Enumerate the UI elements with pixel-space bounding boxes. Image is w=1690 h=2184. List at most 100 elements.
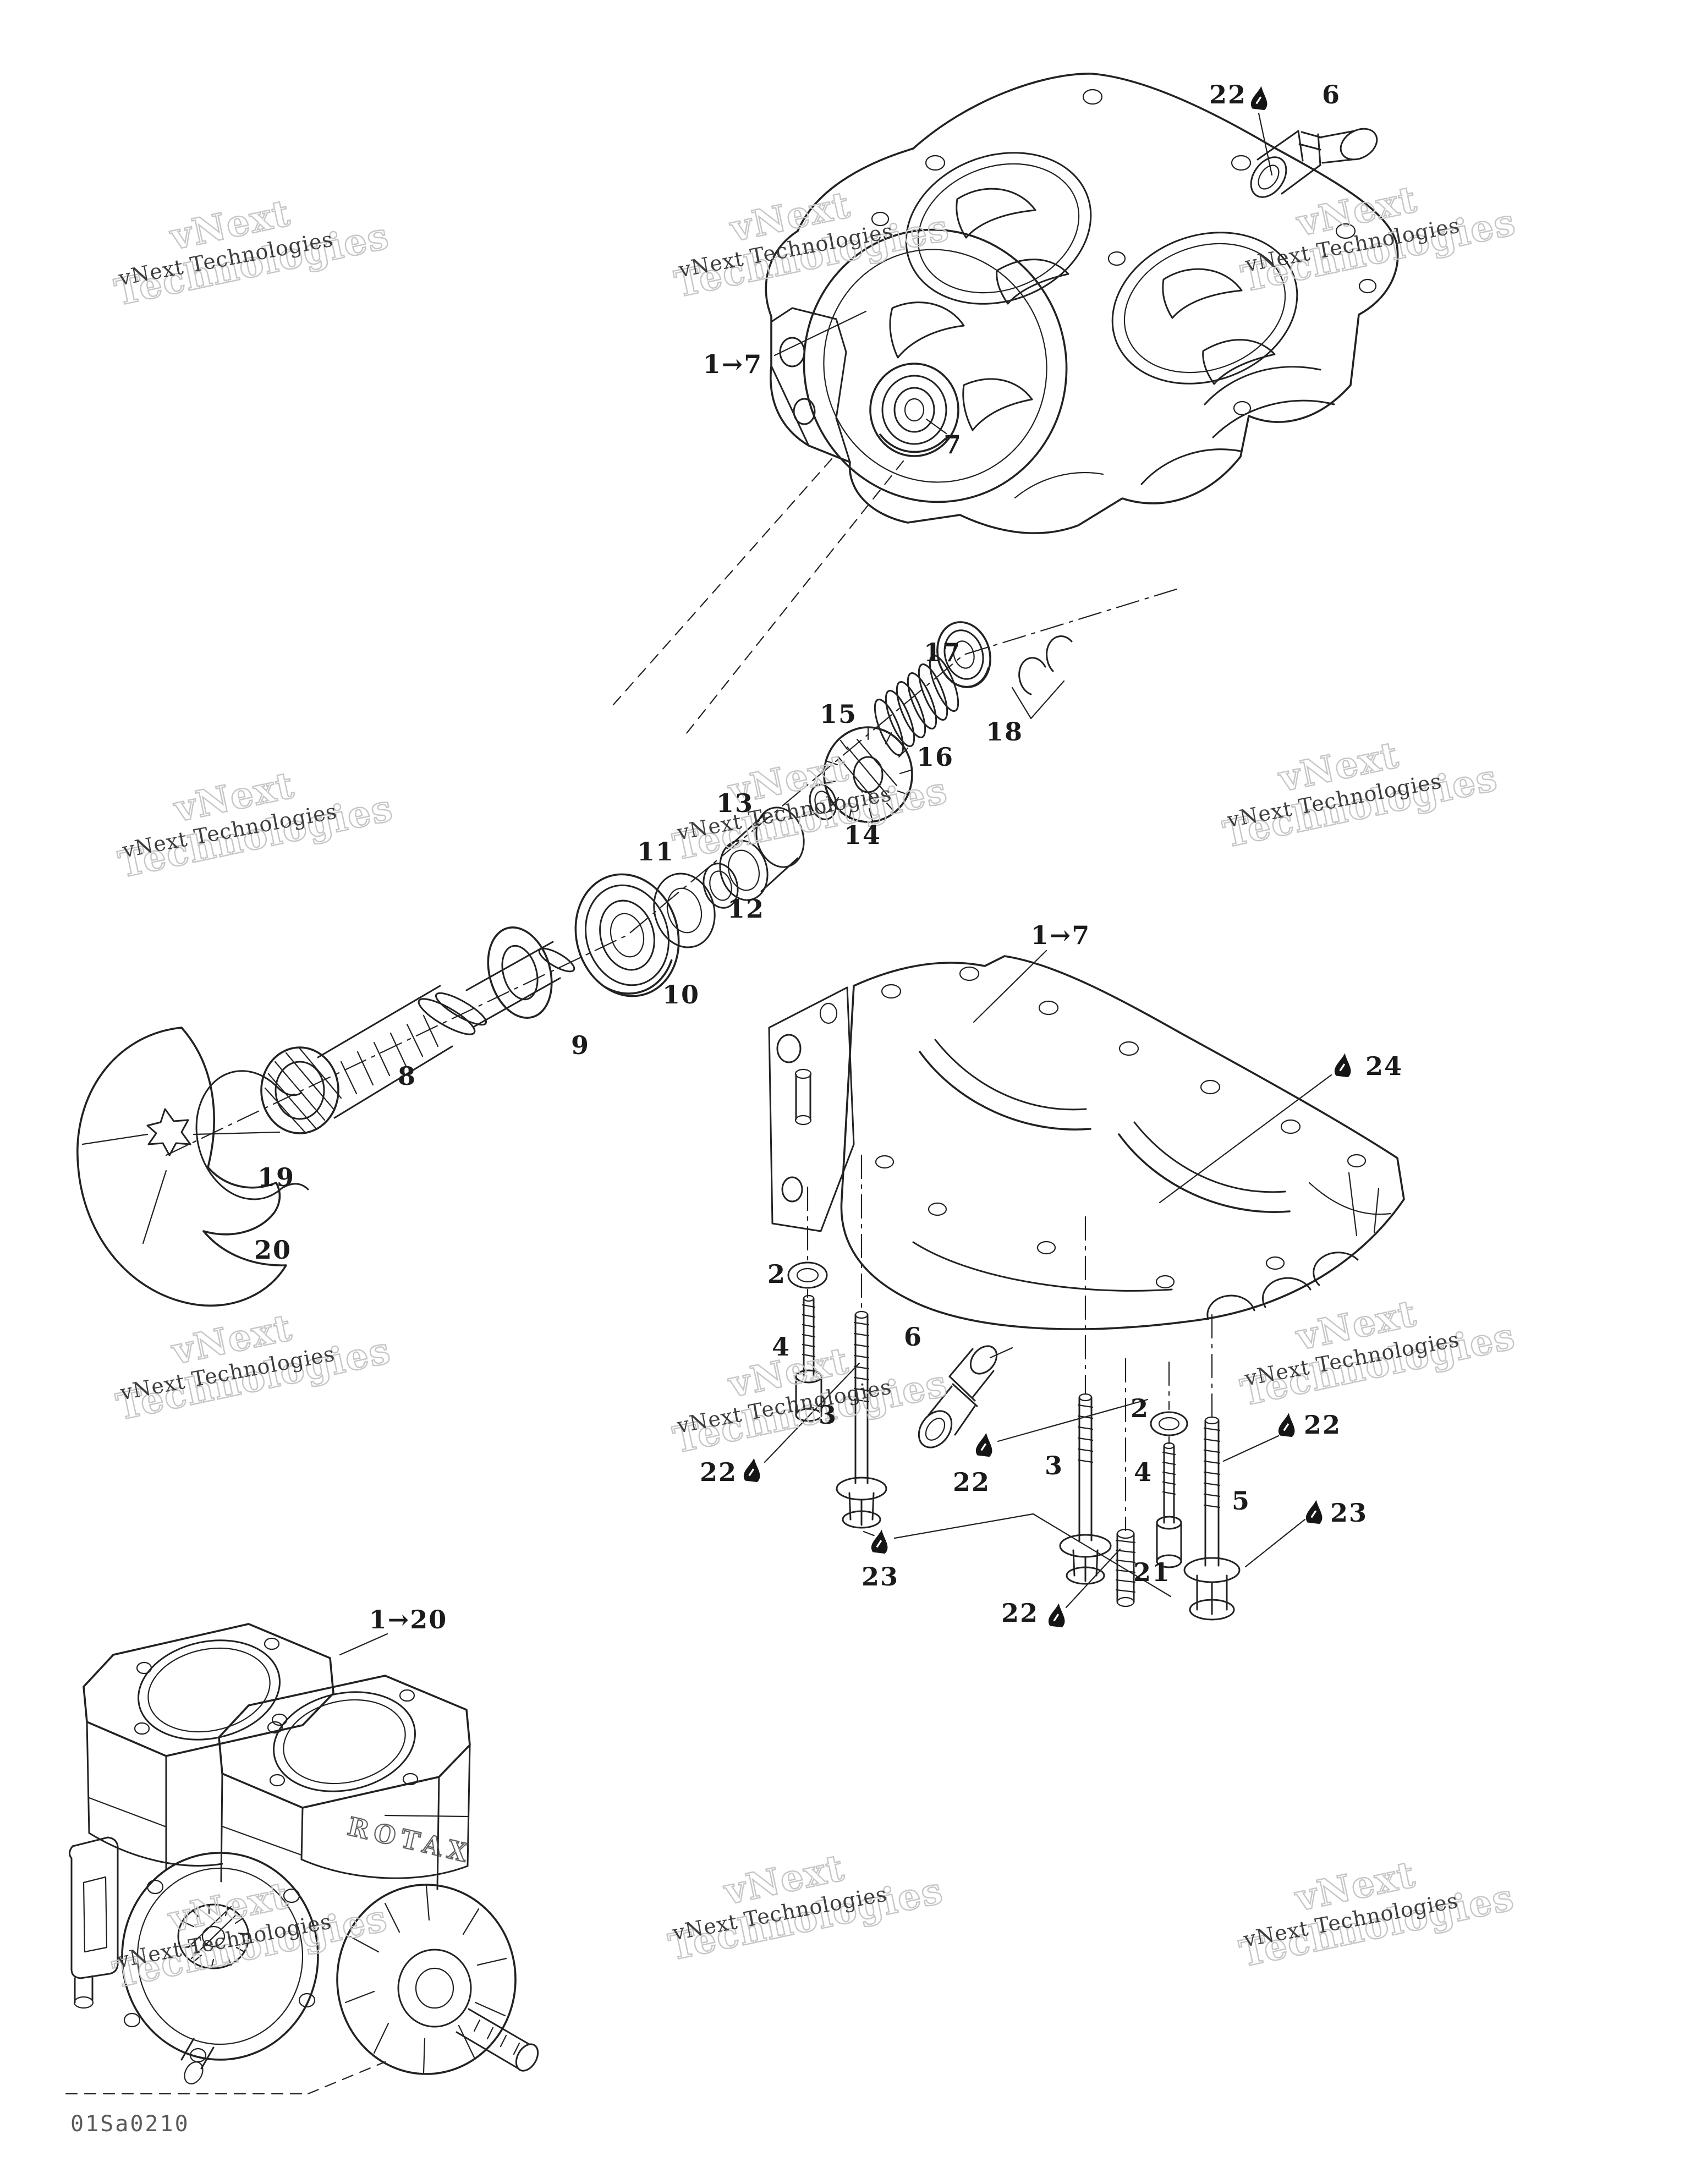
leader-23-bottom <box>893 1513 1172 1598</box>
leader-22-mid <box>997 1398 1149 1442</box>
seal-17 <box>936 621 991 688</box>
pinion-gear <box>177 1903 250 1969</box>
callout-6-top: 6 <box>1322 80 1341 109</box>
callout-label: 17 <box>923 638 962 667</box>
leader-23-right <box>1244 1518 1306 1568</box>
drop-22-left <box>742 1455 764 1485</box>
callout-23-bottom: 23 <box>862 1562 899 1592</box>
callout-label: 22 <box>1209 80 1247 109</box>
callout-10: 10 <box>662 980 700 1009</box>
drop-23-bottom <box>869 1527 891 1556</box>
callout-label: 2 <box>1130 1393 1150 1423</box>
callout-label: 16 <box>916 742 954 772</box>
callout-22-right: 22 <box>1304 1410 1341 1440</box>
callout-21: 21 <box>1133 1557 1171 1587</box>
callout-label: 9 <box>570 1030 590 1060</box>
ring-12 <box>703 863 739 909</box>
callout-label: 10 <box>662 980 700 1009</box>
callout-4-right: 4 <box>1134 1457 1153 1487</box>
callout-20: 20 <box>254 1235 292 1265</box>
washer-2-right <box>1150 1411 1188 1436</box>
callout-9: 9 <box>571 1030 590 1060</box>
callout-label: 11 <box>637 837 675 866</box>
callout-14: 14 <box>844 820 881 850</box>
lower-crankcase-figure <box>768 955 1405 1448</box>
upper-crankcase-figure <box>765 73 1399 534</box>
engine-assembly-figure <box>65 1623 539 2095</box>
leader-1-7-top <box>773 310 867 356</box>
callout-label: 20 <box>254 1235 292 1265</box>
leader-1-20 <box>339 1633 388 1656</box>
callout-label: 1→7 <box>703 349 763 379</box>
callout-17: 17 <box>924 638 961 667</box>
oil-drop-icon <box>871 1529 888 1556</box>
dashed-leader-b <box>683 460 904 737</box>
callout-22-mid: 22 <box>953 1467 990 1497</box>
callout-label: 7 <box>943 430 963 459</box>
leader-22-right <box>1222 1435 1280 1462</box>
callout-19: 19 <box>257 1162 295 1192</box>
callout-24: 24 <box>1365 1051 1403 1081</box>
oil-drop-icon <box>975 1433 992 1459</box>
callout-label: 3 <box>818 1400 838 1430</box>
drop-23-right <box>1304 1497 1326 1527</box>
callout-1-20: 1→20 <box>369 1605 448 1634</box>
drop-22-right <box>1276 1410 1298 1440</box>
callout-2-left: 2 <box>767 1259 786 1289</box>
bolt-3-left <box>836 1310 887 1538</box>
drop-22-mid <box>974 1430 996 1459</box>
bolt-3-right <box>1059 1393 1112 1585</box>
bolt-4-right <box>1156 1442 1182 1568</box>
callout-2-right: 2 <box>1131 1393 1149 1423</box>
callout-label: 14 <box>843 820 882 850</box>
callout-18: 18 <box>986 717 1023 747</box>
leader-22-bottom <box>1065 1548 1121 1609</box>
callout-12: 12 <box>727 894 765 924</box>
callout-label: 6 <box>903 1322 923 1352</box>
oil-drop-icon <box>1048 1603 1065 1629</box>
gear-15 <box>823 726 913 823</box>
callout-label: 6 <box>1321 80 1341 109</box>
callout-label: 8 <box>397 1061 417 1091</box>
washer-2-left <box>787 1261 828 1289</box>
snap-ring-19 <box>193 1070 309 1200</box>
callout-7: 7 <box>943 430 962 459</box>
callout-label: 12 <box>727 894 765 924</box>
elbow-fitting-6-mid <box>918 1345 1013 1448</box>
stud-21 <box>1115 1528 1136 1607</box>
callout-label: 5 <box>1231 1486 1251 1516</box>
bolt-5 <box>1183 1416 1241 1621</box>
washer-11 <box>653 872 716 948</box>
callout-label: 1→7 <box>1030 920 1091 950</box>
callout-label: 19 <box>257 1162 295 1192</box>
fastener-group <box>764 950 1332 1621</box>
spacer-13 <box>719 806 805 901</box>
callout-4-left: 4 <box>772 1332 791 1362</box>
callout-label: 3 <box>1044 1451 1064 1480</box>
leader-22-left <box>764 1362 860 1463</box>
ball-bearing-10 <box>574 873 680 997</box>
leader-24 <box>1159 1074 1332 1204</box>
callout-label: 22 <box>1001 1598 1039 1628</box>
callout-6-mid: 6 <box>904 1322 923 1352</box>
callout-11: 11 <box>637 837 674 866</box>
leader-18 <box>1011 680 1065 720</box>
callout-label: 22 <box>699 1457 738 1487</box>
oil-drop-icon <box>1305 1500 1323 1526</box>
callout-label: 15 <box>819 699 858 729</box>
shaft-assembly-figure <box>76 588 1179 1307</box>
callout-label: 22 <box>1303 1410 1342 1440</box>
callout-label: 4 <box>1133 1457 1153 1487</box>
callout-23-right: 23 <box>1330 1498 1368 1528</box>
callout-label: 1→20 <box>369 1605 448 1634</box>
callout-label: 24 <box>1365 1051 1403 1081</box>
callout-8: 8 <box>398 1061 416 1091</box>
callout-1-7-mid: 1→7 <box>1031 920 1091 950</box>
callout-5: 5 <box>1232 1486 1250 1516</box>
impeller-20 <box>76 1027 287 1307</box>
callout-label: 2 <box>767 1259 787 1289</box>
leader-1-7-mid <box>973 950 1047 1023</box>
oil-drop-icon <box>1278 1413 1295 1439</box>
